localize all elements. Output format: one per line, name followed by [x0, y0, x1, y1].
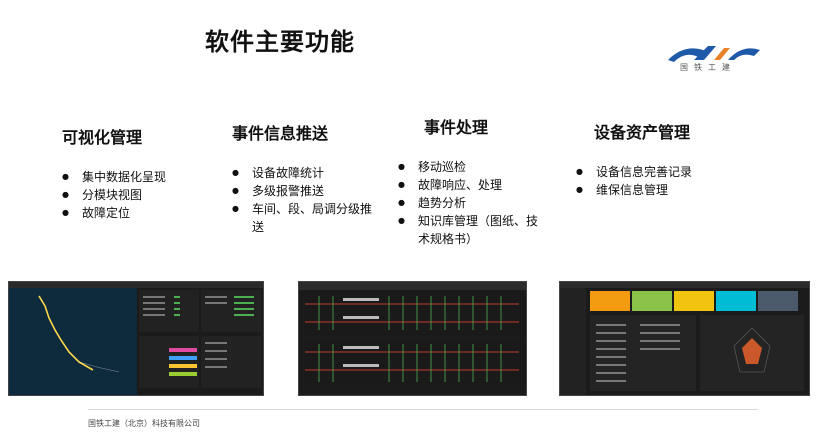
column-heading: 设备资产管理	[594, 123, 691, 142]
screenshot-visualization	[8, 281, 264, 396]
page-title: 软件主要功能	[205, 28, 355, 56]
footer-divider	[88, 409, 758, 410]
feature-column-asset-management: 设备资产管理 设备信息完善记录 维保信息管理	[576, 119, 692, 199]
company-logo	[668, 46, 760, 62]
screenshot-event-push	[298, 281, 527, 396]
feature-item: 维保信息管理	[576, 181, 692, 199]
screenshot-asset-management	[559, 281, 810, 396]
feature-item: 趋势分析	[398, 194, 538, 212]
feature-column-event-handling: 事件处理 移动巡检 故障响应、处理 趋势分析 知识库管理（图纸、技术规格书）	[398, 114, 538, 248]
feature-item: 设备信息完善记录	[576, 163, 692, 181]
feature-item: 移动巡检	[398, 158, 538, 176]
feature-item: 故障定位	[62, 204, 166, 222]
logo-text: 国铁工建	[680, 63, 736, 72]
feature-item: 故障响应、处理	[398, 176, 538, 194]
column-heading: 可视化管理	[62, 128, 143, 147]
feature-item: 分模块视图	[62, 186, 166, 204]
feature-item: 知识库管理（图纸、技术规格书）	[398, 212, 538, 248]
column-heading: 事件处理	[424, 118, 489, 137]
feature-item: 设备故障统计	[232, 164, 372, 182]
feature-column-event-push: 事件信息推送 设备故障统计 多级报警推送 车间、段、局调分级推送	[232, 120, 372, 236]
feature-item: 集中数据化呈现	[62, 168, 166, 186]
column-heading: 事件信息推送	[232, 124, 329, 143]
feature-column-visualization: 可视化管理 集中数据化呈现 分模块视图 故障定位	[62, 124, 166, 222]
footer-company: 国铁工建（北京）科技有限公司	[88, 419, 200, 428]
feature-item: 车间、段、局调分级推送	[232, 200, 372, 236]
feature-item: 多级报警推送	[232, 182, 372, 200]
